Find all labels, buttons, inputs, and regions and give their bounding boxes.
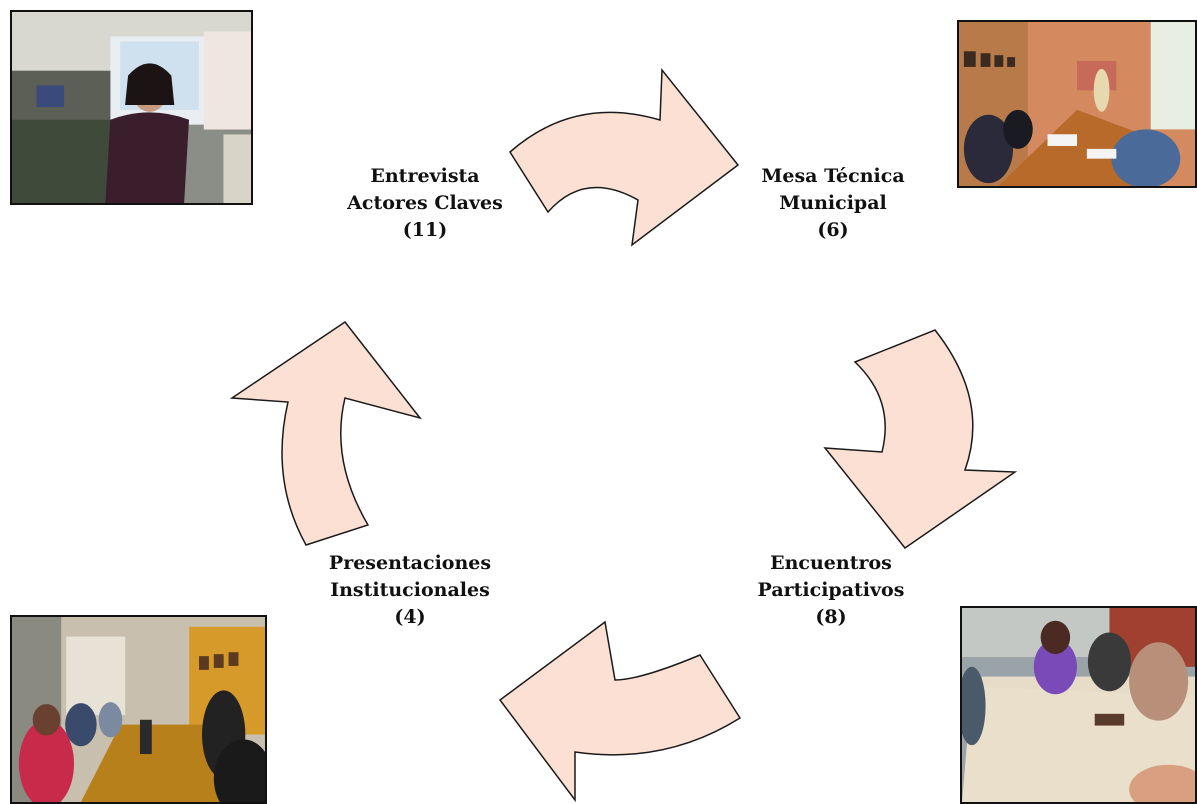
node-presentaciones-line1: Presentaciones [328,552,492,574]
node-entrevista-line2: Actores Claves [347,192,503,214]
node-mesa-line1: Mesa Técnica [761,165,905,187]
node-encuentros-label: Encuentros Participativos (8) [736,550,926,631]
arrow-bottom-left-icon [498,620,742,803]
node-entrevista-line1: Entrevista [370,165,480,187]
photo-participatory-workshop [960,606,1197,804]
arrow-top-right-icon [509,67,740,247]
photo-technical-meeting [957,20,1197,188]
node-entrevista-count: (11) [402,219,448,241]
arrow-right-down-icon [823,329,1018,550]
node-mesa-count: (6) [817,219,849,241]
node-entrevista-label: Entrevista Actores Claves (11) [330,163,520,244]
node-presentaciones-label: Presentaciones Institucionales (4) [310,550,510,631]
node-presentaciones-count: (4) [394,606,426,628]
node-mesa-label: Mesa Técnica Municipal (6) [738,163,928,244]
photo-institutional-presentation [10,615,267,804]
photo-interview [10,10,253,205]
node-encuentros-line1: Encuentros [770,552,892,574]
node-encuentros-count: (8) [815,606,847,628]
node-presentaciones-line2: Institucionales [330,579,490,601]
arrow-left-up-icon [229,320,422,546]
node-encuentros-line2: Participativos [757,579,905,601]
node-mesa-line2: Municipal [779,192,887,214]
